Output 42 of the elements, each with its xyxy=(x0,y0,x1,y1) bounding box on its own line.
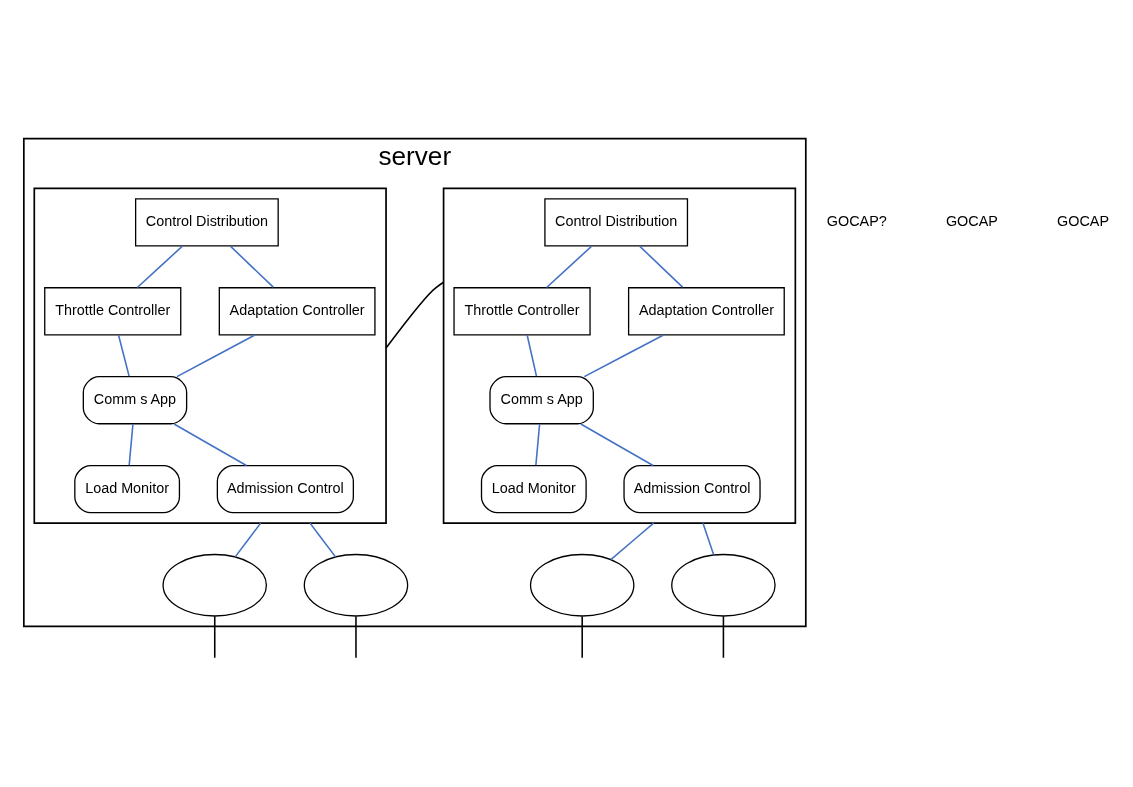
node-box: Comm s App xyxy=(82,376,188,425)
connector xyxy=(128,423,134,466)
connector xyxy=(173,423,248,467)
connector xyxy=(610,522,655,561)
node-box: Adaptation Controller xyxy=(627,287,785,336)
node-box: Adaptation Controller xyxy=(218,287,376,336)
node-ellipse xyxy=(529,553,635,617)
connector xyxy=(309,522,337,558)
node-box: Throttle Controller xyxy=(453,287,591,336)
label: GOCAP? xyxy=(826,213,887,230)
connector xyxy=(385,281,445,349)
connector xyxy=(213,615,216,659)
node-box: Control Distribution xyxy=(544,198,689,247)
connector xyxy=(526,334,538,377)
connector xyxy=(581,615,583,659)
label: GOCAP xyxy=(945,213,998,230)
connector xyxy=(117,334,130,377)
connector xyxy=(545,245,593,289)
connector xyxy=(234,522,262,558)
connector xyxy=(535,423,541,466)
node-box: Admission Control xyxy=(216,464,354,514)
node-ellipse xyxy=(162,553,268,617)
connector xyxy=(722,615,725,659)
label: GOCAP xyxy=(1057,213,1109,230)
connector xyxy=(355,615,357,659)
node-ellipse xyxy=(671,553,776,617)
node-box: Load Monitor xyxy=(74,464,181,514)
node-box: Comm s App xyxy=(489,376,594,425)
cluster xyxy=(442,187,797,524)
node-box: Control Distribution xyxy=(134,198,279,247)
cluster xyxy=(33,187,387,524)
node-box: Load Monitor xyxy=(480,464,587,514)
connector xyxy=(639,245,684,288)
node-ellipse xyxy=(303,553,409,617)
connector xyxy=(580,423,654,467)
connector xyxy=(702,522,715,556)
connector xyxy=(229,245,275,288)
connector xyxy=(583,334,665,378)
connector xyxy=(176,334,256,378)
connector xyxy=(136,245,183,289)
node-box: Admission Control xyxy=(623,464,761,514)
node-box: Throttle Controller xyxy=(44,287,182,336)
